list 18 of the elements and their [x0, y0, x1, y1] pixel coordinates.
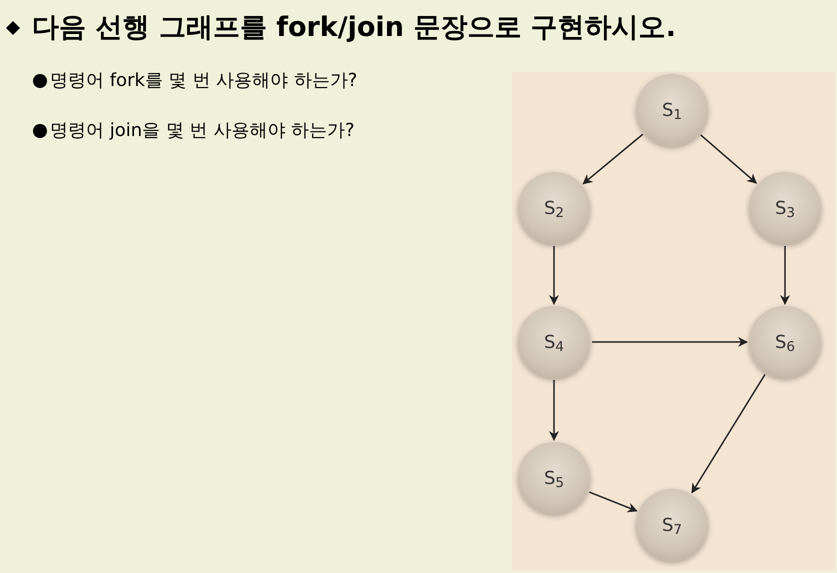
arrow — [691, 374, 766, 494]
title: 다음 선행 그래프를 fork/join 문장으로 구현하시오. — [32, 11, 676, 45]
arrow — [780, 246, 790, 305]
node-label: S$_{4}$ — [544, 330, 564, 356]
arrow — [589, 491, 638, 512]
arrow — [700, 134, 758, 184]
arrow — [592, 337, 748, 347]
arrow — [549, 380, 559, 441]
node-label: S$_{1}$ — [662, 98, 682, 124]
arrow — [549, 246, 559, 305]
node-label: S$_{7}$ — [662, 514, 682, 538]
node-label: S$_{2}$ — [544, 196, 564, 222]
question-text: 명령어 fork를 몇 번 사용해야 하는가? — [50, 69, 358, 93]
node-label: S$_{3}$ — [774, 196, 796, 222]
node-label: S$_{5}$ — [544, 466, 564, 492]
arrow — [582, 134, 644, 184]
question-text: 명령어 join을 몇 번 사용해야 하는가? — [50, 119, 355, 143]
node-label: S$_{6}$ — [774, 330, 796, 356]
